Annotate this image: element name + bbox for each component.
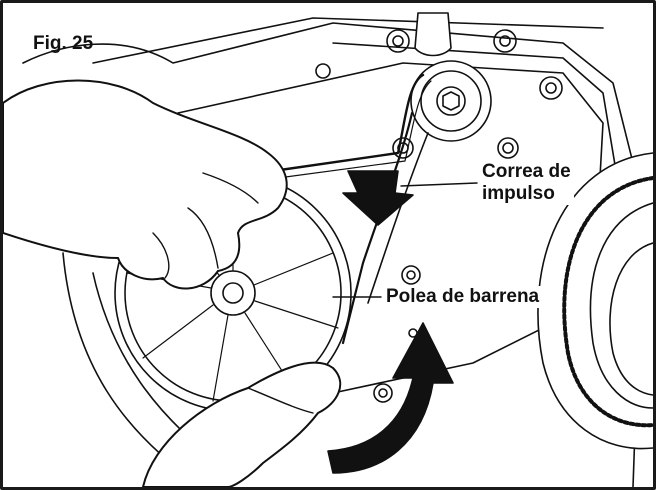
push-arrow	[342, 170, 414, 226]
leader-belt	[400, 182, 478, 187]
callout-drive-belt: Correa de impulso	[479, 161, 574, 205]
lower-hand	[142, 361, 342, 487]
callout-auger-pulley: Polea de barrena	[383, 286, 543, 308]
cover-bolts	[315, 29, 563, 403]
figure-number: Fig. 25	[33, 33, 94, 54]
idler-pulley	[410, 60, 492, 142]
upper-hand-finger2	[187, 207, 219, 269]
upper-hand-finger	[202, 172, 259, 204]
upper-hand	[3, 79, 288, 290]
gear-ring	[537, 152, 653, 450]
bent-rod-inner	[277, 80, 432, 179]
drive-belt-edge	[367, 132, 429, 304]
rotation-arrow	[327, 322, 454, 474]
housing-outline	[22, 22, 644, 487]
top-cylinder	[414, 12, 452, 57]
tire-curve	[609, 242, 653, 396]
housing-inner-edge	[92, 17, 604, 64]
callout-drive-belt-line2: impulso	[482, 183, 555, 204]
callout-drive-belt-line1: Correa de	[482, 161, 571, 182]
drive-belt	[341, 111, 414, 345]
bent-rod	[271, 73, 425, 173]
upper-hand-finger3	[152, 232, 170, 279]
lower-hand-thumb	[247, 387, 314, 414]
technical-illustration	[3, 12, 653, 487]
